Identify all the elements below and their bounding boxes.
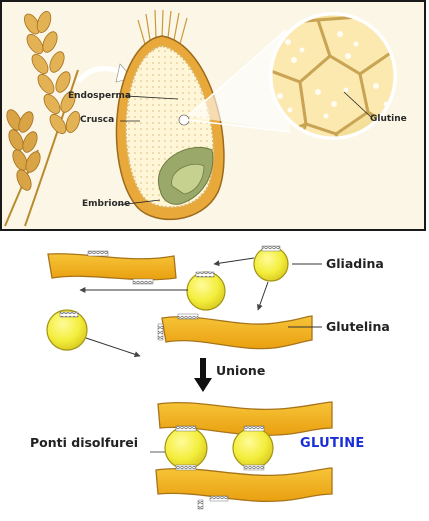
gluten-network [150, 401, 333, 510]
wheat-grain-cross-section [115, 9, 225, 220]
label-unione: Unione [216, 363, 266, 378]
gliadin-sphere [46, 309, 88, 351]
label-crusca: Crusca [80, 115, 115, 125]
bottom-panel [46, 245, 333, 510]
label-embrione: Embrione [82, 199, 131, 209]
label-ponti-disolfurei: Ponti disolfurei [30, 435, 139, 450]
label-gliadina: Gliadina [326, 256, 384, 271]
gliadin-sphere [186, 271, 226, 311]
gliadin-sphere [253, 246, 289, 282]
label-glutine-zoom: Glutine [370, 114, 407, 124]
wheat-ear-illustration [4, 11, 81, 227]
top-panel [0, 0, 426, 231]
gluten-zoom-circle [269, 12, 397, 140]
movement-arrows [79, 257, 322, 358]
glutenin-band [161, 315, 313, 350]
down-arrow-icon [194, 358, 212, 392]
gliadin-band [47, 253, 177, 281]
label-glutine-title: GLUTINE [300, 436, 365, 451]
label-glutelina: Glutelina [326, 319, 390, 334]
label-leader-lines [117, 91, 373, 206]
label-endosperma: Endosperma [68, 91, 131, 101]
